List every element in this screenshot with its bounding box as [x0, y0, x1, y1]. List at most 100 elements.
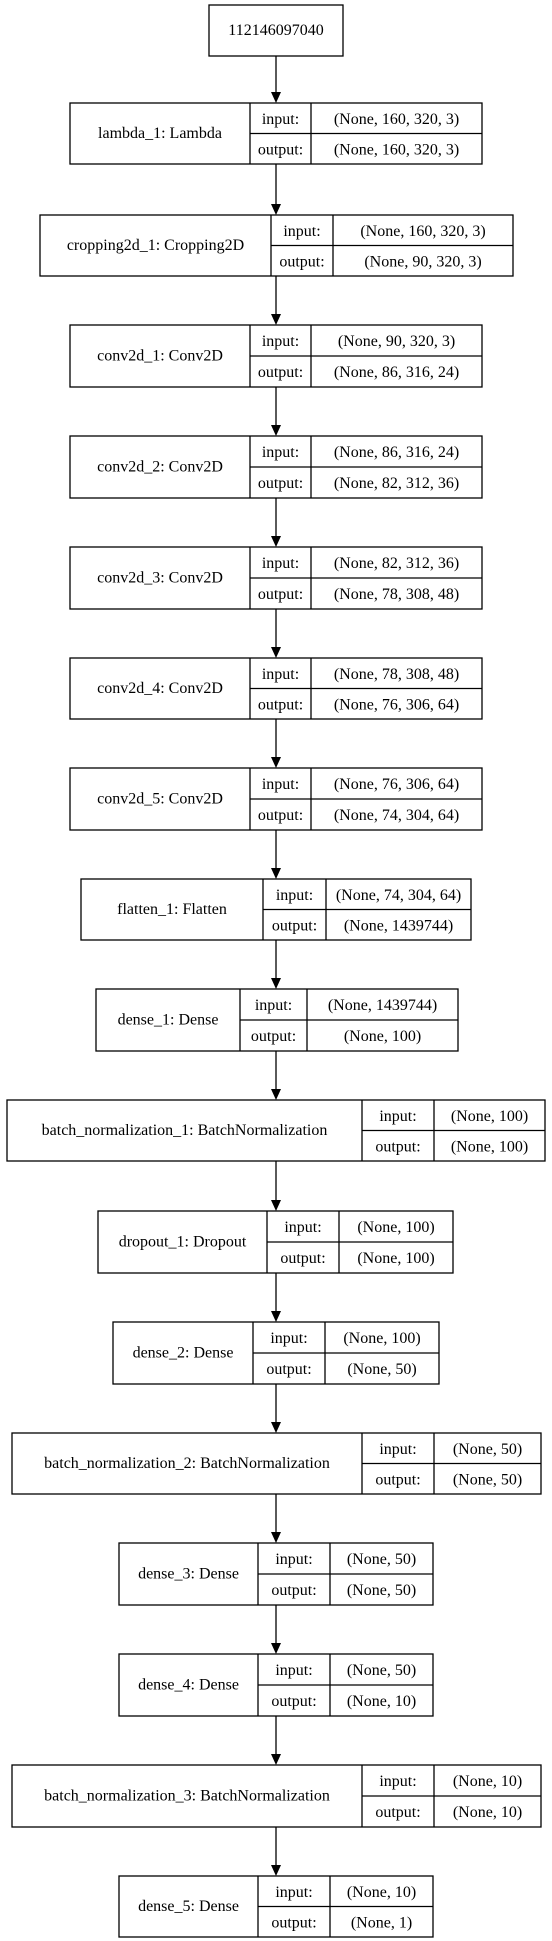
arrowhead-icon [271, 536, 281, 547]
edge-arrow [271, 276, 281, 325]
edge-arrow [271, 387, 281, 436]
arrowhead-icon [271, 868, 281, 879]
output-port-label: output: [279, 253, 324, 270]
input-port-label: input: [262, 444, 299, 461]
output-port-label: output: [375, 1804, 420, 1821]
arrowhead-icon [271, 1422, 281, 1433]
output-port-label: output: [251, 1028, 296, 1045]
input-port-label: input: [262, 111, 299, 128]
output-port-label: output: [375, 1471, 420, 1488]
layer-name: conv2d_3: Conv2D [97, 570, 223, 587]
layer-node: cropping2d_1: Cropping2D input: output: (No… [39, 214, 514, 277]
output-shape: (None, 100) [344, 1028, 421, 1045]
output-port-label: output: [271, 1914, 316, 1931]
input-port-label: input: [284, 1219, 321, 1236]
edge-arrow [271, 1384, 281, 1433]
edge-arrow [271, 1161, 281, 1211]
input-port-label: input: [379, 1108, 416, 1125]
layer-name: conv2d_2: Conv2D [97, 459, 223, 476]
layer-name: dropout_1: Dropout [119, 1234, 247, 1251]
input-port-label: input: [262, 555, 299, 572]
input-port-label: input: [270, 1330, 307, 1347]
layer-name: flatten_1: Flatten [117, 901, 227, 918]
layer-name: dense_3: Dense [138, 1566, 239, 1583]
input-shape: (None, 160, 320, 3) [360, 223, 485, 240]
input-shape: (None, 100) [451, 1108, 528, 1125]
input-shape: (None, 74, 304, 64) [336, 887, 461, 904]
edge-arrow [271, 164, 281, 215]
layer-name: dense_1: Dense [118, 1012, 219, 1029]
input-shape: (None, 78, 308, 48) [334, 666, 459, 683]
input-port-label: input: [275, 1884, 312, 1901]
input-port-label: input: [262, 666, 299, 683]
input-shape: (None, 76, 306, 64) [334, 776, 459, 793]
input-port-label: input: [275, 1551, 312, 1568]
output-shape: (None, 10) [347, 1693, 416, 1710]
output-shape: (None, 10) [453, 1804, 522, 1821]
input-shape: (None, 50) [347, 1551, 416, 1568]
input-shape: (None, 90, 320, 3) [338, 333, 455, 350]
input-port-label: input: [262, 333, 299, 350]
input-shape: (None, 100) [357, 1219, 434, 1236]
input-shape: (None, 10) [347, 1884, 416, 1901]
output-shape: (None, 100) [451, 1138, 528, 1155]
edge-arrow [271, 719, 281, 768]
output-port-label: output: [271, 1582, 316, 1599]
output-shape: (None, 50) [347, 1361, 416, 1378]
arrowhead-icon [271, 757, 281, 768]
layer-node: batch_normalization_3: BatchNormalizatio… [11, 1764, 542, 1828]
arrowhead-icon [271, 978, 281, 989]
edge-arrow [271, 1494, 281, 1543]
layer-name: conv2d_5: Conv2D [97, 791, 223, 808]
output-port-label: output: [266, 1361, 311, 1378]
output-shape: (None, 82, 312, 36) [334, 475, 459, 492]
input-shape: (None, 100) [343, 1330, 420, 1347]
layer-name: dense_2: Dense [133, 1345, 234, 1362]
output-port-label: output: [272, 917, 317, 934]
edge-arrow [271, 830, 281, 879]
layer-name: conv2d_1: Conv2D [97, 348, 223, 365]
arrowhead-icon [271, 425, 281, 436]
output-shape: (None, 78, 308, 48) [334, 586, 459, 603]
output-shape: (None, 74, 304, 64) [334, 807, 459, 824]
input-port-label: input: [262, 776, 299, 793]
output-shape: (None, 76, 306, 64) [334, 696, 459, 713]
edge-arrow [271, 940, 281, 989]
layer-name: dense_4: Dense [138, 1677, 239, 1694]
arrowhead-icon [271, 314, 281, 325]
input-port-label: input: [275, 1662, 312, 1679]
layer-name: lambda_1: Lambda [98, 125, 222, 142]
arrowhead-icon [271, 92, 281, 103]
edge-arrow [271, 498, 281, 547]
arrowhead-icon [271, 204, 281, 215]
input-port-label: input: [283, 223, 320, 240]
output-port-label: output: [258, 364, 303, 381]
layer-name: batch_normalization_2: BatchNormalizatio… [44, 1455, 330, 1472]
arrowhead-icon [271, 1754, 281, 1765]
arrowhead-icon [271, 1311, 281, 1322]
input-node-label: 112146097040 [228, 22, 323, 39]
output-port-label: output: [258, 696, 303, 713]
output-shape: (None, 1) [351, 1914, 412, 1931]
input-node: 112146097040 [208, 4, 344, 57]
arrowhead-icon [271, 1643, 281, 1654]
input-shape: (None, 10) [453, 1773, 522, 1790]
output-shape: (None, 50) [453, 1471, 522, 1488]
layer-name: cropping2d_1: Cropping2D [67, 237, 244, 254]
edge-arrow [271, 609, 281, 658]
output-port-label: output: [375, 1138, 420, 1155]
output-port-label: output: [280, 1250, 325, 1267]
layer-name: batch_normalization_3: BatchNormalizatio… [44, 1788, 330, 1805]
layer-node: dense_2: Dense input: output: (None, 100) (N… [112, 1321, 440, 1385]
output-shape: (None, 100) [357, 1250, 434, 1267]
arrowhead-icon [271, 647, 281, 658]
arrowhead-icon [271, 1089, 281, 1100]
